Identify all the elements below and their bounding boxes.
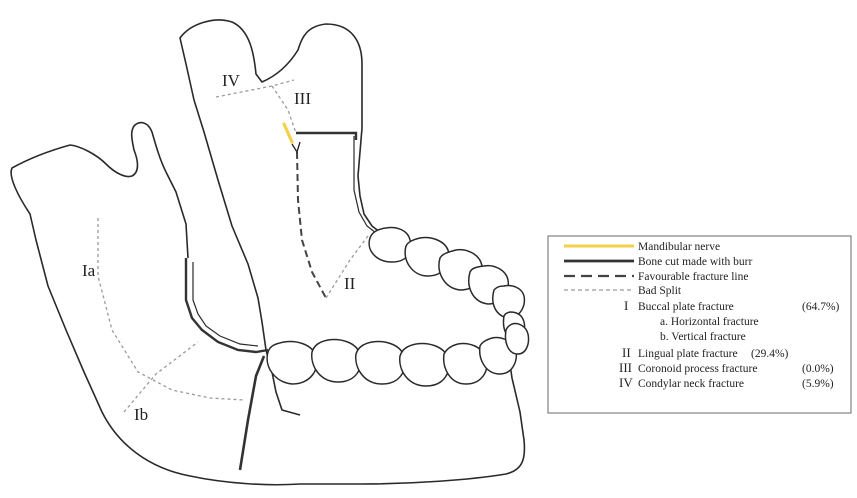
legend-pct-iii: (0.0%)	[802, 363, 834, 375]
nerve-canal-mark	[292, 142, 300, 152]
legend-pct-i: (64.7%)	[802, 301, 840, 313]
legend-fracture-i: Buccal plate fracture	[638, 301, 734, 313]
favourable-fracture-line	[297, 152, 326, 298]
legend-fracture-iii: Coronoid process fracture	[638, 363, 757, 375]
region-label-iii: III	[294, 89, 311, 108]
lingual-teeth	[369, 228, 524, 341]
legend-label-bad-split: Bad Split	[638, 285, 682, 297]
legend-numeral-ii: II	[622, 345, 631, 360]
legend-label-bone-cut: Bone cut made with burr	[638, 256, 753, 268]
legend-label-nerve: Mandibular nerve	[638, 241, 720, 253]
bad-split-line-ia	[98, 218, 244, 400]
bone-cut-buccal-ramus-inner	[193, 262, 258, 346]
bad-split-line-ib	[124, 342, 198, 412]
legend-sub-ib: b. Vertical fracture	[660, 331, 746, 343]
tooth	[356, 342, 405, 384]
region-label-iv: IV	[222, 71, 241, 90]
mandibular-nerve	[284, 124, 292, 142]
legend-fracture-ii: Lingual plate fracture	[638, 348, 738, 360]
legend: Mandibular nerve Bone cut made with burr…	[548, 236, 851, 413]
legend-numeral-iii: III	[619, 360, 632, 375]
buccal-teeth	[267, 323, 528, 386]
tooth	[400, 344, 449, 386]
lingual-cut-double-line	[354, 136, 380, 236]
buccal-segment-outline	[11, 145, 524, 485]
legend-pct-ii: (29.4%)	[751, 348, 789, 360]
tooth	[506, 323, 529, 354]
legend-fracture-iv: Condylar neck fracture	[638, 378, 744, 390]
region-label-ib: Ib	[134, 405, 148, 424]
region-label-ii: II	[344, 274, 356, 293]
legend-pct-iv: (5.9%)	[802, 378, 834, 390]
buccal-ramus-notch	[70, 123, 188, 258]
legend-numeral-i: I	[624, 298, 628, 313]
legend-numeral-iv: IV	[619, 375, 633, 390]
bone-cut-body	[240, 356, 264, 470]
legend-label-favourable: Favourable fracture line	[638, 271, 748, 283]
tooth	[267, 342, 317, 384]
region-label-ia: Ia	[82, 261, 96, 280]
tooth	[312, 340, 361, 382]
legend-sub-ia: a. Horizontal fracture	[660, 316, 759, 328]
bone-cut-ramus	[296, 133, 356, 140]
buccal-segment	[11, 123, 524, 485]
bone-cut-buccal-ramus	[186, 258, 268, 352]
